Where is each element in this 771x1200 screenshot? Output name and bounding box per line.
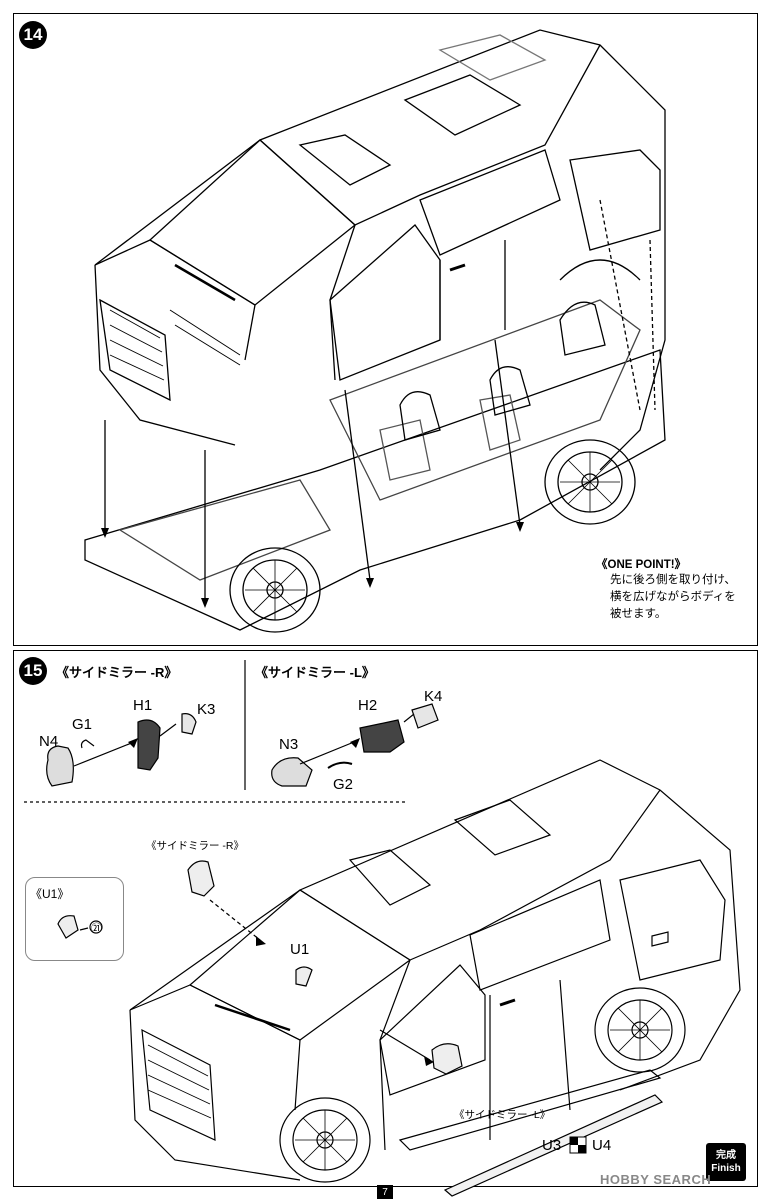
label-n3: N3 bbox=[279, 736, 299, 753]
finish-en: Finish bbox=[711, 1163, 741, 1174]
callout-mirror-r: 《サイドミラー -R》 bbox=[146, 840, 244, 852]
one-point-line-2: 横を広げながらボディを bbox=[610, 591, 736, 603]
one-point-line-1: 先に後ろ側を取り付け、 bbox=[610, 574, 736, 586]
label-g2: G2 bbox=[333, 776, 354, 793]
label-k4: K4 bbox=[424, 688, 443, 705]
u1-detail-box bbox=[25, 877, 124, 961]
label-n4: N4 bbox=[39, 733, 59, 750]
step15-number: 15 bbox=[19, 657, 47, 685]
checker-icon bbox=[569, 1136, 587, 1154]
step14-number: 14 bbox=[19, 21, 47, 49]
finish-badge: 完成 Finish bbox=[706, 1143, 746, 1181]
one-point-line-3: 被せます。 bbox=[610, 608, 667, 620]
mirror-r-title: 《サイドミラー -R》 bbox=[56, 665, 178, 680]
mirror-l-title: 《サイドミラー -L》 bbox=[255, 665, 375, 680]
finish-jp: 完成 bbox=[716, 1150, 736, 1161]
one-point-title: 《ONE POINT!》 bbox=[596, 559, 687, 571]
label-k3: K3 bbox=[197, 701, 216, 718]
label-g1: G1 bbox=[72, 716, 93, 733]
u1-box-title: 《U1》 bbox=[30, 887, 70, 901]
callout-mirror-l: 《サイドミラー -L》 bbox=[454, 1109, 551, 1121]
label-u3: U3 bbox=[542, 1137, 562, 1154]
label-u4: U4 bbox=[592, 1137, 612, 1154]
label-h2: H2 bbox=[358, 697, 378, 714]
page-number: 7 bbox=[377, 1185, 393, 1199]
label-h1: H1 bbox=[133, 697, 153, 714]
step14-car-illustration bbox=[84, 29, 666, 633]
u1-reference: ㉑ bbox=[91, 923, 102, 935]
callout-u1: U1 bbox=[290, 941, 310, 958]
watermark: HOBBY SEARCH bbox=[600, 1172, 712, 1187]
